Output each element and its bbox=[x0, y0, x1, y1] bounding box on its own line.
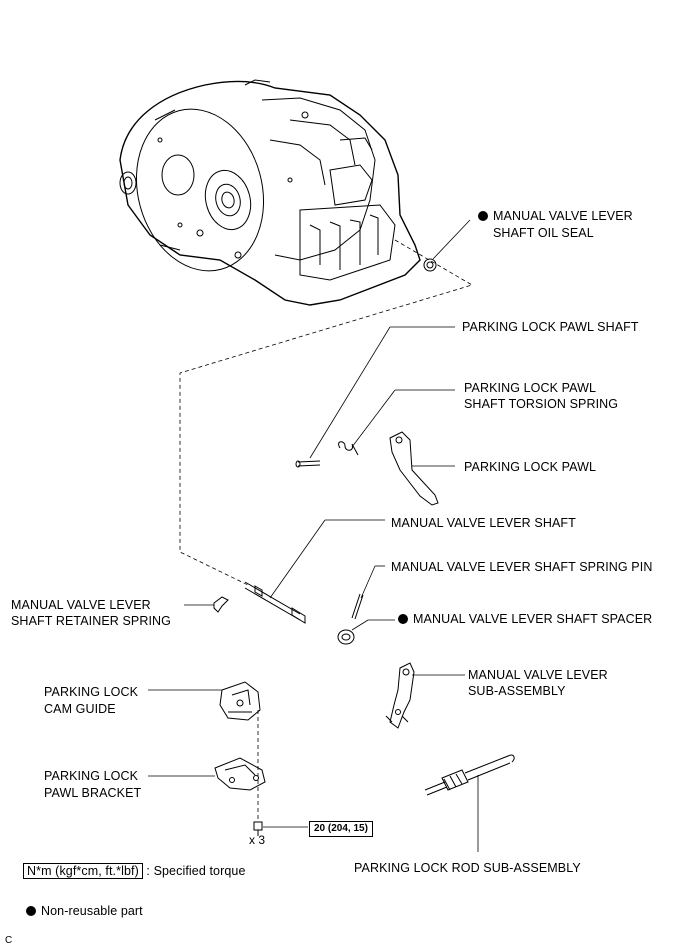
non-reusable-dot-icon bbox=[398, 614, 408, 624]
pawl-bracket-label: PARKING LOCK bbox=[44, 769, 139, 783]
lever-sub-label-line2: SUB-ASSEMBLY bbox=[468, 684, 566, 698]
corner-mark: C bbox=[5, 935, 13, 946]
torque-legend-text: : Specified torque bbox=[146, 864, 246, 878]
torque-legend: N*m (kgf*cm, ft.*lbf) : Specified torque bbox=[23, 863, 246, 879]
bolt-quantity: x 3 bbox=[249, 833, 266, 847]
lever-shaft-label: MANUAL VALVE LEVER SHAFT bbox=[391, 516, 576, 530]
spring-pin-label: MANUAL VALVE LEVER SHAFT SPRING PIN bbox=[391, 560, 653, 574]
lever-shaft-part bbox=[244, 519, 385, 624]
oil-seal-label: MANUAL VALVE LEVER bbox=[478, 208, 633, 224]
pawl-shaft-part bbox=[295, 326, 455, 468]
non-reusable-dot-icon bbox=[478, 211, 488, 221]
torsion-spring-label: PARKING LOCK PAWL bbox=[464, 381, 597, 395]
bolt-part bbox=[253, 821, 308, 836]
cam-guide-label: PARKING LOCK bbox=[44, 685, 139, 699]
non-reusable-legend: Non-reusable part bbox=[26, 903, 143, 919]
pawl-bracket-part bbox=[148, 757, 266, 791]
retainer-spring-label-line2: SHAFT RETAINER SPRING bbox=[11, 614, 171, 628]
torsion-spring-label-line2: SHAFT TORSION SPRING bbox=[464, 397, 619, 411]
spacer-label: MANUAL VALVE LEVER SHAFT SPACER bbox=[398, 611, 652, 627]
oil-seal-label-line2: SHAFT OIL SEAL bbox=[493, 226, 594, 240]
lever-sub-label: MANUAL VALVE LEVER bbox=[468, 668, 608, 682]
parking-pawl-part bbox=[389, 431, 455, 506]
oil-seal-part bbox=[423, 219, 471, 272]
transaxle-housing bbox=[119, 79, 421, 306]
spring-pin-part bbox=[351, 565, 385, 620]
alignment-lines bbox=[179, 239, 473, 820]
torque-value-box: 20 (204, 15) bbox=[309, 821, 373, 837]
cam-guide-label-line2: CAM GUIDE bbox=[44, 702, 116, 716]
parking-rod-part bbox=[424, 754, 515, 852]
torque-units-box: N*m (kgf*cm, ft.*lbf) bbox=[23, 863, 143, 879]
pawl-shaft-label: PARKING LOCK PAWL SHAFT bbox=[462, 320, 639, 334]
torsion-spring-part bbox=[338, 389, 455, 456]
non-reusable-dot-icon bbox=[26, 906, 36, 916]
pawl-bracket-label-line2: PAWL BRACKET bbox=[44, 786, 142, 800]
lock-rod-label: PARKING LOCK ROD SUB-ASSEMBLY bbox=[354, 861, 581, 875]
spacer-part bbox=[337, 619, 395, 645]
retainer-spring-part bbox=[184, 596, 229, 613]
cam-guide-part bbox=[148, 681, 261, 721]
pawl-label: PARKING LOCK PAWL bbox=[464, 460, 597, 474]
valve-lever-part bbox=[385, 662, 465, 729]
retainer-spring-label: MANUAL VALVE LEVER bbox=[11, 598, 151, 612]
